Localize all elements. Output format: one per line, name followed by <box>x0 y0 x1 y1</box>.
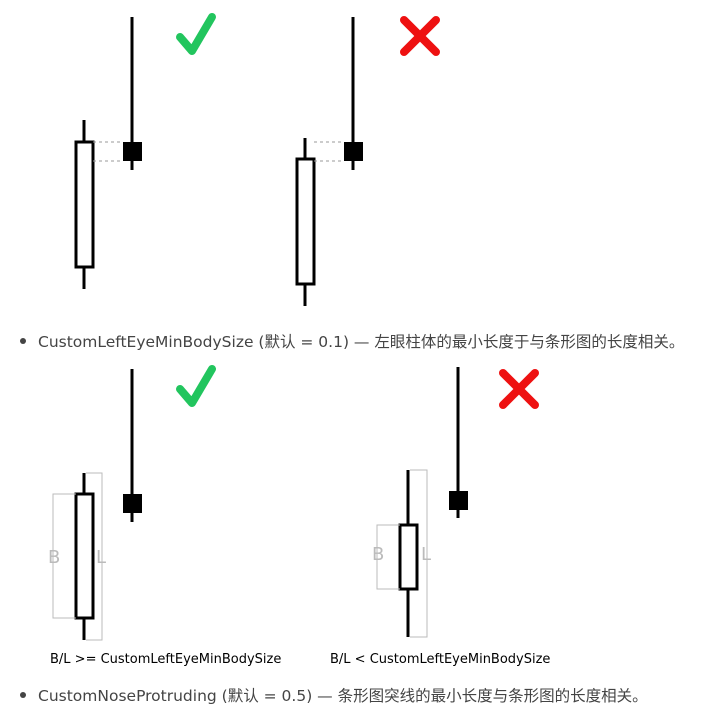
eye-marker <box>449 491 468 510</box>
bullet-left-eye-min-body-size: CustomLeftEyeMinBodySize (默认 = 0.1) — 左眼… <box>20 330 684 352</box>
figure-nose-protruding: B L B L <box>48 365 539 641</box>
candle-body <box>74 140 95 269</box>
l-label: L <box>421 544 431 565</box>
l-bracket <box>410 469 428 638</box>
l-bracket <box>86 472 103 641</box>
wrong-example: B L <box>372 367 539 638</box>
bullet-nose-protruding: CustomNoseProtruding (默认 = 0.5) — 条形图突线的… <box>20 684 648 706</box>
b-label: B <box>372 544 384 565</box>
candle-body <box>398 523 419 591</box>
bullet-text: CustomLeftEyeMinBodySize (默认 = 0.1) — 左眼… <box>38 333 685 351</box>
figure-left-eye-body-size <box>74 13 440 306</box>
wrong-example <box>295 16 440 306</box>
l-label: L <box>96 547 106 568</box>
eye-marker <box>123 494 142 513</box>
cross-mark-icon <box>499 369 539 409</box>
check-mark-icon <box>176 13 216 55</box>
b-bracket <box>52 493 76 619</box>
candle-body <box>74 492 95 620</box>
check-mark-icon <box>176 365 216 407</box>
correct-example <box>74 13 216 289</box>
correct-example: B L <box>48 365 216 641</box>
b-label: B <box>48 547 60 568</box>
caption-correct: B/L >= CustomLeftEyeMinBodySize <box>50 652 282 667</box>
caption-wrong: B/L < CustomLeftEyeMinBodySize <box>330 652 551 667</box>
bullet-text: CustomNoseProtruding (默认 = 0.5) — 条形图突线的… <box>38 687 648 705</box>
eye-marker <box>123 142 142 161</box>
bullet-dot <box>20 337 26 344</box>
cross-mark-icon <box>400 16 440 56</box>
b-bracket <box>376 524 400 590</box>
eye-marker <box>344 142 363 161</box>
candle-body <box>295 157 316 286</box>
bullet-dot <box>20 691 26 698</box>
